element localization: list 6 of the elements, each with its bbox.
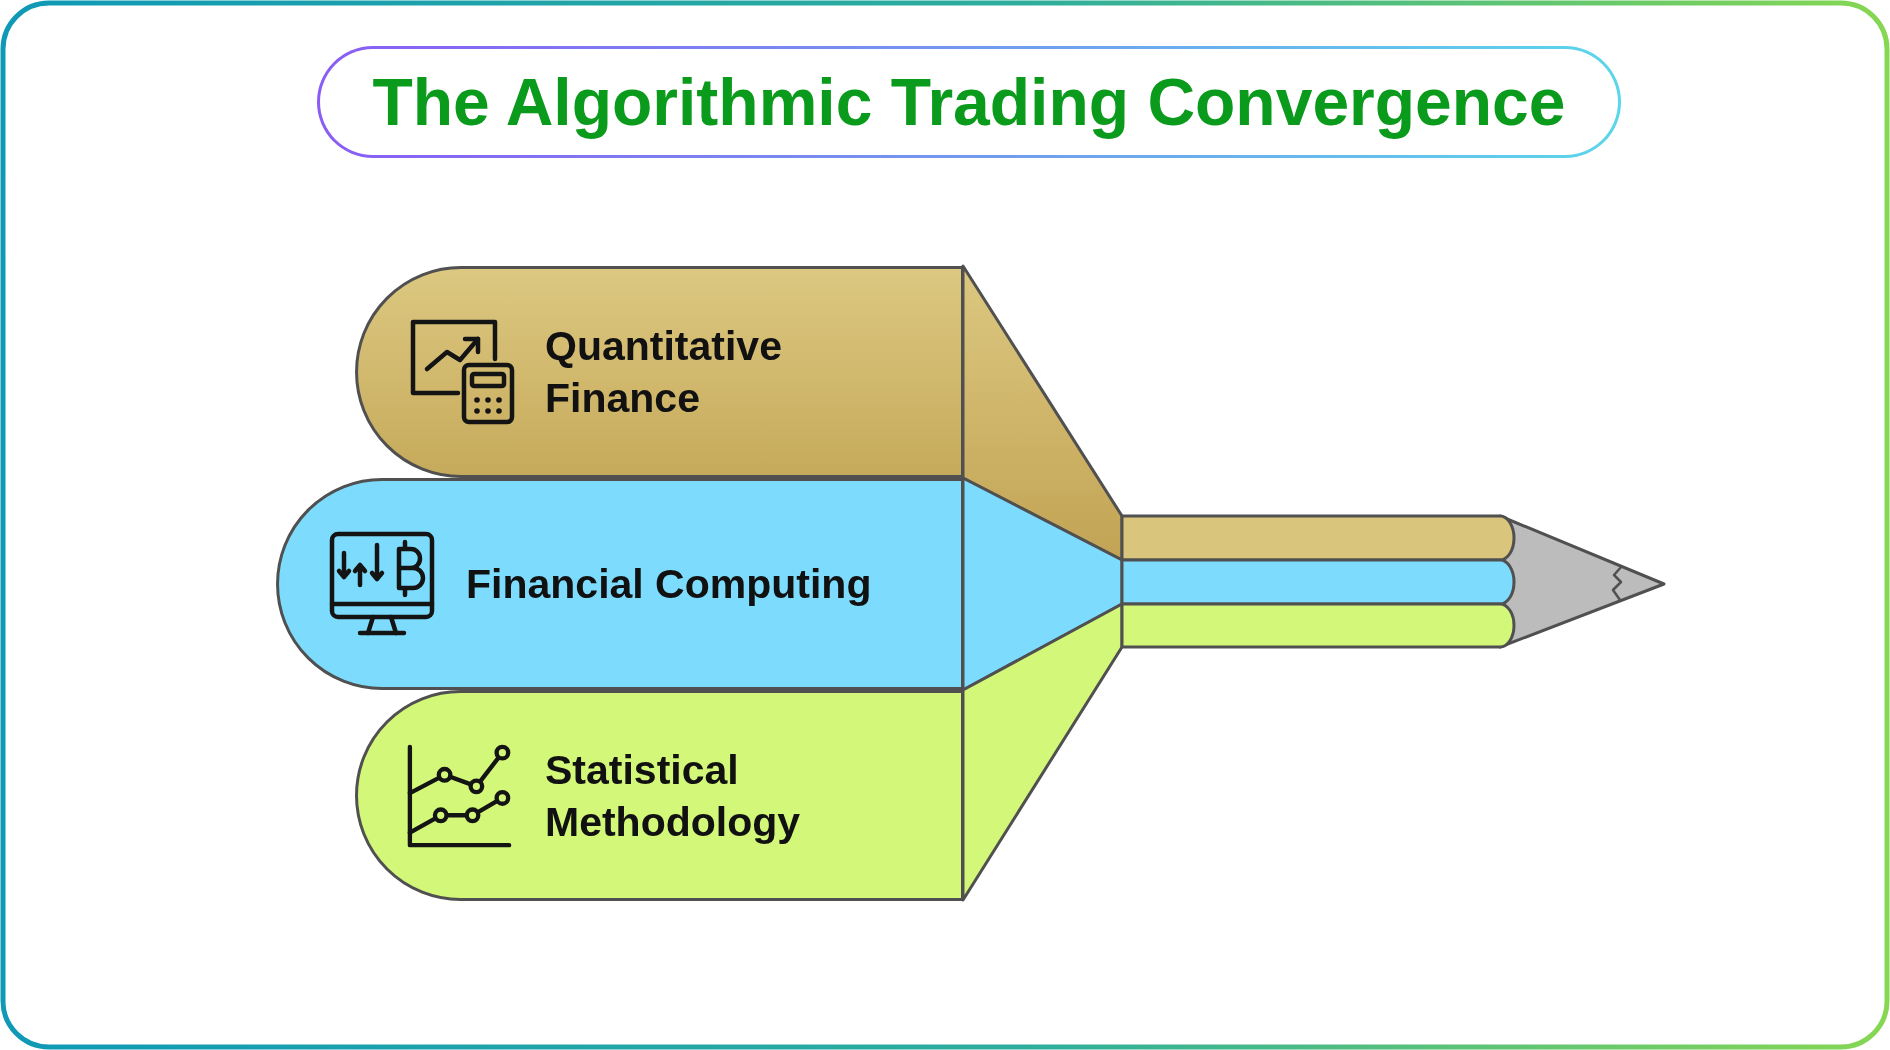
category-band (355, 690, 964, 901)
category-band (276, 478, 964, 690)
band-label: Financial Computing (466, 560, 873, 609)
title: The Algorithmic Trading Convergence (372, 64, 1566, 141)
band-label: Statistical Methodology (545, 745, 802, 847)
band-label: Quantitative Finance (545, 322, 783, 423)
